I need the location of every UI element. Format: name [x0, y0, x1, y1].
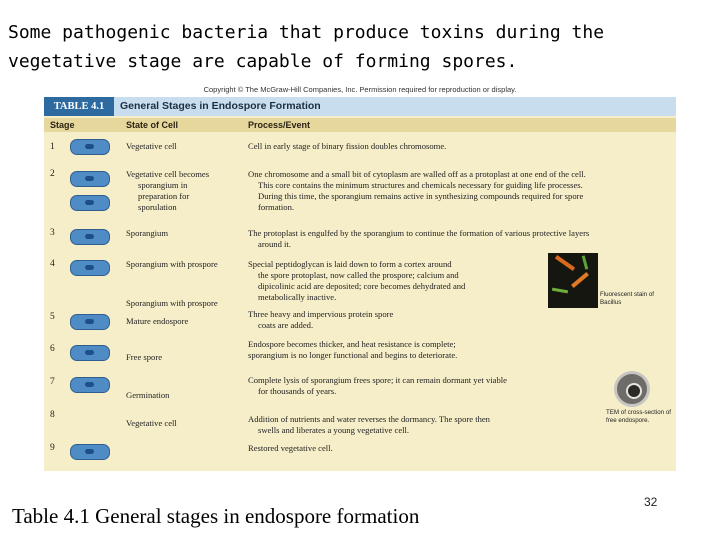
process-text: coats are added.	[258, 320, 314, 330]
stage-number: 6	[50, 344, 55, 354]
table-label: TABLE 4.1	[44, 97, 114, 116]
tem-image-caption: TEM of cross-section of free endospore.	[606, 409, 671, 424]
copyright-notice: Copyright © The McGraw-Hill Companies, I…	[44, 83, 676, 97]
process-text: During this time, the sporangium remains…	[258, 191, 584, 201]
state-text: Mature endospore	[126, 316, 189, 326]
vegetative-cell-illustration	[70, 139, 110, 155]
state-text: Free spore	[126, 352, 163, 362]
table-title-bar: TABLE 4.1 General Stages in Endospore Fo…	[44, 97, 676, 116]
fluorescent-micrograph-image	[548, 253, 598, 308]
slide-heading: Some pathogenic bacteria that produce to…	[8, 22, 605, 72]
process-text: for thousands of years.	[258, 386, 337, 396]
table-header-row: Stage State of Cell Process/Event	[44, 118, 676, 132]
process-text: dipicolinic acid are deposited; core bec…	[258, 281, 466, 291]
process-text: swells and liberates a young vegetative …	[258, 425, 410, 435]
tem-micrograph-image	[614, 371, 650, 407]
vegetative-cell-illustration	[70, 444, 110, 460]
sporangium-illustration	[70, 171, 110, 187]
header-process: Process/Event	[248, 120, 311, 130]
state-text: Sporangium	[126, 228, 169, 238]
state-text: Vegetative cell	[126, 418, 177, 428]
header-stage: Stage	[50, 120, 75, 130]
process-text: Addition of nutrients and water reverses…	[248, 414, 490, 424]
process-text: the spore protoplast, now called the pro…	[258, 270, 459, 280]
state-text: Sporangium with prospore	[126, 298, 218, 308]
stage-number: 8	[50, 410, 55, 420]
mature-endospore-illustration	[70, 314, 110, 330]
sporangium-illustration	[70, 229, 110, 245]
state-text: Sporangium with prospore	[126, 259, 218, 269]
page-number: 32	[644, 495, 658, 509]
process-text: Restored vegetative cell.	[248, 443, 333, 453]
process-text: The protoplast is engulfed by the sporan…	[248, 228, 590, 238]
table-figure: Copyright © The McGraw-Hill Companies, I…	[44, 83, 676, 471]
state-text: sporangium in	[138, 180, 188, 190]
free-spore-illustration	[70, 345, 110, 361]
slide-caption: Table 4.1 General stages in endospore fo…	[12, 504, 420, 528]
process-text: Endospore becomes thicker, and heat resi…	[248, 339, 456, 349]
stage-number: 2	[50, 169, 55, 179]
state-text: sporulation	[138, 202, 177, 212]
state-text: preparation for	[138, 191, 190, 201]
stage-number: 7	[50, 377, 55, 387]
sporangium-illustration	[70, 195, 110, 211]
stage-number: 4	[50, 259, 55, 269]
process-text: Cell in early stage of binary fission do…	[248, 141, 447, 151]
process-text: Special peptidoglycan is laid down to fo…	[248, 259, 452, 269]
process-text: sporangium is no longer functional and b…	[248, 350, 458, 360]
process-text: One chromosome and a small bit of cytopl…	[248, 169, 586, 179]
process-text: Complete lysis of sporangium frees spore…	[248, 375, 507, 385]
state-text: Germination	[126, 390, 170, 400]
stage-number: 5	[50, 312, 55, 322]
state-text: Vegetative cell	[126, 141, 177, 151]
process-text: formation.	[258, 202, 295, 212]
process-text: metabolically inactive.	[258, 292, 337, 302]
prospore-illustration	[70, 260, 110, 276]
stage-number: 3	[50, 228, 55, 238]
germination-illustration	[70, 377, 110, 393]
process-text: Three heavy and impervious protein spore	[248, 309, 394, 319]
state-text: Vegetative cell becomes	[126, 169, 210, 179]
process-text: around it.	[258, 239, 291, 249]
stage-number: 1	[50, 142, 55, 152]
process-text: This core contains the minimum structure…	[258, 180, 583, 190]
header-state: State of Cell	[126, 120, 179, 130]
fluorescent-image-caption: Fluorescent stain of Bacillus	[600, 291, 654, 306]
table-title: General Stages in Endospore Formation	[120, 100, 321, 112]
stage-number: 9	[50, 443, 55, 453]
